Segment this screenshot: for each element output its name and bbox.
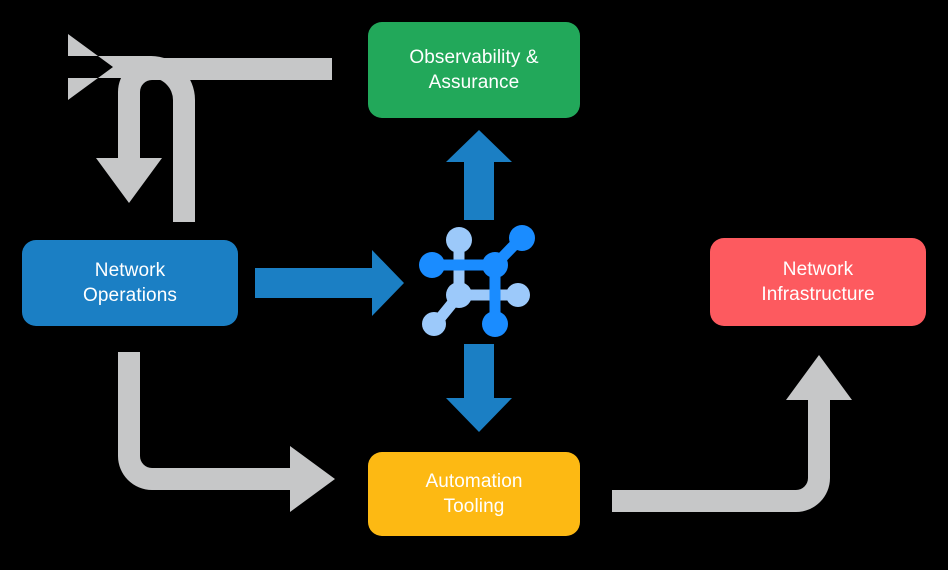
node-label-network-infrastructure: Network Infrastructure [761,258,875,305]
node-label-observability: Observability & Assurance [409,46,539,93]
node-box-observability[interactable]: Observability & Assurance [368,22,580,118]
network-topology-icon [419,225,535,337]
gray-arrow-observability-to-operations [96,58,332,203]
node-box-automation-tooling[interactable]: Automation Tooling [368,452,580,536]
node-box-network-infrastructure[interactable]: Network Infrastructure [710,238,926,326]
blue-arrow-center-to-observability [446,130,512,220]
gray-arrow-automation-to-infrastructure [612,355,852,512]
node-box-network-operations[interactable]: Network Operations [22,240,238,326]
blue-arrow-operations-to-center [255,250,404,316]
node-label-network-operations: Network Operations [83,259,177,306]
gray-arrow-infrastructure-to-observability [68,34,195,222]
blue-arrow-center-to-automation [446,344,512,432]
node-label-automation-tooling: Automation Tooling [425,470,523,517]
gray-arrow-operations-to-automation [118,352,335,512]
